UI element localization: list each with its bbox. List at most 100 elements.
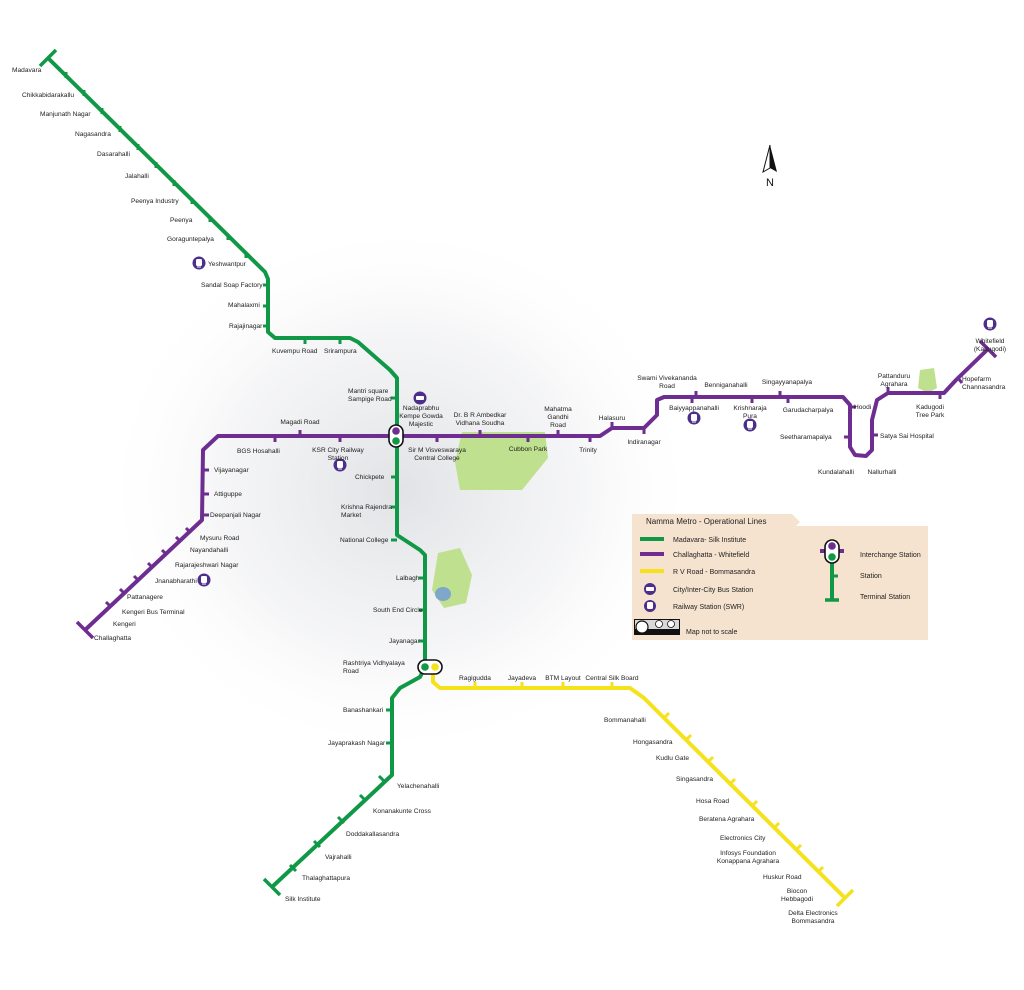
- station-label-jalahalli[interactable]: Jalahalli: [125, 173, 149, 180]
- station-label-jnanabharathi[interactable]: Jnanabharathi: [155, 578, 197, 585]
- station-label-lalbagh[interactable]: Lalbagh: [396, 575, 420, 582]
- station-icons: [192, 256, 997, 587]
- interchange-majestic[interactable]: [388, 424, 404, 448]
- station-label-chikkabidarakallu[interactable]: Chikkabidarakallu: [22, 92, 74, 99]
- station-label-ragigudda[interactable]: Ragigudda: [459, 675, 491, 682]
- station-label-banashankari[interactable]: Banashankari: [343, 707, 384, 714]
- station-label-yelachenahalli[interactable]: Yelachenahalli: [397, 783, 440, 790]
- station-label-chickpete[interactable]: Chickpete: [355, 474, 385, 481]
- station-label-madavara[interactable]: Madavara: [12, 67, 42, 74]
- interchange-dot-yellow: [431, 663, 439, 671]
- station-label-beratena-agrahara[interactable]: Beratena Agrahara: [699, 816, 755, 823]
- station-label-sandal-soap-factory[interactable]: Sandal Soap Factory: [201, 282, 263, 289]
- north-arrow-icon: N: [762, 144, 777, 189]
- station-label-peenya[interactable]: Peenya: [170, 217, 193, 224]
- green-terminal-bar: [38, 48, 58, 68]
- station-label-challaghatta[interactable]: Challaghatta: [94, 635, 131, 642]
- yellow-station-tick: [706, 755, 715, 764]
- station-label-mysuru-road[interactable]: Mysuru Road: [200, 535, 240, 542]
- station-label-jayanagar[interactable]: Jayanagar: [389, 638, 421, 645]
- station-label-trinity[interactable]: Trinity: [579, 447, 597, 454]
- station-label-goraguntepalya[interactable]: Goraguntepalya: [167, 236, 214, 243]
- bus-glyph: [646, 587, 654, 591]
- station-label-hosa-road[interactable]: Hosa Road: [696, 798, 729, 805]
- purple-station-tick: [184, 526, 192, 534]
- purple-station-tick: [118, 587, 126, 595]
- station-label-nallurhalli[interactable]: Nallurhalli: [868, 469, 897, 476]
- station-label-dasarahalli[interactable]: Dasarahalli: [97, 151, 131, 158]
- station-label-doddakallasandra[interactable]: Doddakallasandra: [346, 831, 399, 838]
- legend-title: Namma Metro - Operational Lines: [646, 517, 767, 526]
- station-label-bgs-hosahalli[interactable]: BGS Hosahalli: [237, 448, 280, 455]
- station-label-indiranagar[interactable]: Indiranagar: [627, 439, 661, 446]
- station-label-central-silk-board[interactable]: Central Silk Board: [585, 675, 638, 682]
- station-label-halasuru[interactable]: Halasuru: [599, 415, 626, 422]
- station-label-btm-layout[interactable]: BTM Layout: [545, 675, 581, 682]
- station-label-mahalaxmi[interactable]: Mahalaxmi: [228, 302, 260, 309]
- railway-station-icon: [333, 458, 347, 472]
- station-label-srirampura[interactable]: Srirampura: [324, 348, 357, 355]
- station-marks: [38, 48, 998, 908]
- station-label-singayyanapalya[interactable]: Singayyanapalya: [762, 379, 813, 386]
- station-label-peenya-industry[interactable]: Peenya Industry: [131, 198, 179, 205]
- station-label-konanakunte-cross[interactable]: Konanakunte Cross: [373, 808, 432, 815]
- station-label-benniganahalli[interactable]: Benniganahalli: [704, 382, 748, 389]
- station-label-vijayanagar[interactable]: Vijayanagar: [214, 467, 250, 474]
- station-label-singasandra[interactable]: Singasandra: [676, 776, 713, 783]
- station-label-nayandahalli[interactable]: Nayandahalli: [190, 547, 229, 554]
- station-label-kengeri-bus-terminal[interactable]: Kengeri Bus Terminal: [122, 609, 185, 616]
- station-label-seetharamapalya[interactable]: Seetharamapalya: [780, 434, 832, 441]
- station-label-kundalahalli[interactable]: Kundalahalli: [818, 469, 854, 476]
- station-label-magadi-road[interactable]: Magadi Road: [280, 419, 320, 426]
- station-label-rajajinagar[interactable]: Rajajinagar: [229, 323, 263, 330]
- station-label-garudacharpalya[interactable]: Garudacharpalya: [783, 407, 834, 414]
- purple-terminal-bar: [978, 339, 998, 359]
- station-label-jayaprakash-nagar[interactable]: Jayaprakash Nagar: [328, 740, 386, 747]
- station-label-south-end-circle[interactable]: South End Circle: [373, 607, 423, 614]
- station-label-yeshwantpur[interactable]: Yeshwantpur: [208, 261, 247, 268]
- station-label-cubbon-park[interactable]: Cubbon Park: [509, 446, 548, 453]
- green-station-tick: [336, 815, 346, 825]
- station-label-national-college[interactable]: National College: [340, 537, 389, 544]
- station-label-jayadeva[interactable]: Jayadeva: [508, 675, 537, 682]
- station-label-kudlu-gate[interactable]: Kudlu Gate: [656, 755, 689, 762]
- station-label-kengeri[interactable]: Kengeri: [113, 621, 136, 628]
- station-label-thalaghattapura[interactable]: Thalaghattapura: [302, 875, 350, 882]
- interchange-rv-road[interactable]: [417, 659, 443, 675]
- station-label-hoodi[interactable]: Hoodi: [854, 404, 872, 411]
- station-label-deepanjali-nagar[interactable]: Deepanjali Nagar: [210, 512, 262, 519]
- station-label-kuvempu-road[interactable]: Kuvempu Road: [272, 348, 318, 355]
- station-label-vajrahalli[interactable]: Vajrahalli: [325, 854, 352, 861]
- yellow-station-tick: [750, 799, 759, 808]
- station-label-electronics-city[interactable]: Electronics City: [720, 835, 766, 842]
- station-label-baiyyappanahalli[interactable]: Baiyyappanahalli: [669, 405, 719, 412]
- station-label-bommanahalli[interactable]: Bommanahalli: [604, 717, 646, 724]
- station-label-hongasandra[interactable]: Hongasandra: [633, 739, 673, 746]
- station-label-sathya-sai-hospital[interactable]: Satya Sai Hospital: [880, 433, 934, 440]
- station-label-manjunath-nagar[interactable]: Manjunath Nagar: [40, 111, 91, 118]
- station-label-nagasandra[interactable]: Nagasandra: [75, 131, 111, 138]
- station-label-huskur-road[interactable]: Huskur Road: [763, 874, 802, 881]
- station-label-rajarajeshwari-nagar[interactable]: Rajarajeshwari Nagar: [175, 562, 239, 569]
- station-label-whitefield[interactable]: Whitefield(Kadugodi): [974, 338, 1006, 353]
- station-label-attiguppe[interactable]: Attiguppe: [214, 491, 242, 498]
- station-label-pattanagere[interactable]: Pattanagere: [127, 594, 163, 601]
- station-label-silk-institute[interactable]: Silk Institute: [285, 896, 321, 903]
